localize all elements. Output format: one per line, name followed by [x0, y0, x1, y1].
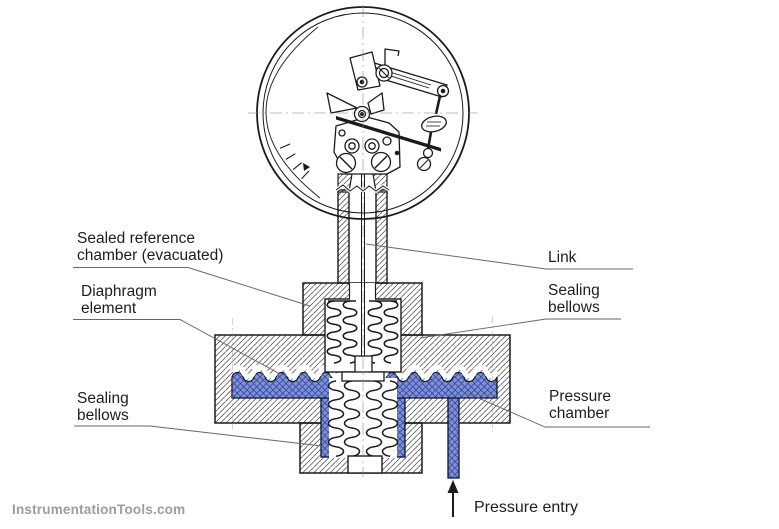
label-sealing-bellows-right: Sealing bellows — [548, 282, 600, 316]
link-rod — [361, 160, 365, 357]
leader-sealing-left — [74, 425, 323, 447]
slotted-coupling — [421, 115, 447, 133]
label-line: chamber (evacuated) — [77, 247, 224, 264]
label-sealing-bellows-left: Sealing bellows — [77, 390, 129, 424]
diaphragm-element-bellows — [326, 300, 399, 364]
label-pressure-entry: Pressure entry — [474, 499, 578, 516]
sector-wing-left — [326, 92, 358, 114]
label-line: Sealing — [548, 282, 600, 299]
label-line: bellows — [77, 407, 129, 424]
label-line: Sealed reference — [77, 230, 196, 247]
label-line: Sealing — [77, 390, 129, 407]
hook — [384, 48, 400, 68]
label-line: Link — [548, 249, 577, 266]
stem — [334, 173, 390, 284]
dial-marker — [303, 163, 310, 171]
lower-sealing-bellows — [327, 380, 399, 457]
label-line: bellows — [548, 299, 600, 316]
pressure-entry-arrow — [447, 480, 459, 517]
label-diaphragm-element: Diaphragm element — [81, 283, 157, 317]
label-line: chamber — [549, 405, 610, 422]
label-link: Link — [548, 249, 576, 266]
bore-opening — [350, 283, 375, 300]
leader-diaphragm — [73, 319, 281, 375]
leader-lines — [73, 243, 650, 447]
label-line: Pressure entry — [474, 499, 579, 516]
bellows-bottom-plug — [347, 455, 383, 474]
label-pressure-chamber: Pressure chamber — [549, 388, 611, 422]
rod-end-block — [354, 355, 373, 374]
label-sealed-reference-chamber: Sealed reference chamber (evacuated) — [77, 230, 223, 264]
leader-sealing-right — [419, 318, 621, 339]
label-line: Diaphragm — [81, 283, 157, 300]
watermark: InstrumentationTools.com — [12, 502, 186, 517]
leader-sealed-reference — [73, 267, 311, 307]
pointer-needle — [336, 116, 441, 152]
leader-pressure-chamber — [466, 392, 650, 428]
label-line: Pressure — [549, 388, 612, 405]
dial-ticks — [279, 143, 310, 180]
gauge-movement-mechanism — [326, 48, 450, 175]
leader-link — [365, 243, 633, 270]
centerlines — [232, 5, 493, 485]
sector-wing-right — [367, 92, 385, 115]
label-line: element — [81, 300, 137, 317]
